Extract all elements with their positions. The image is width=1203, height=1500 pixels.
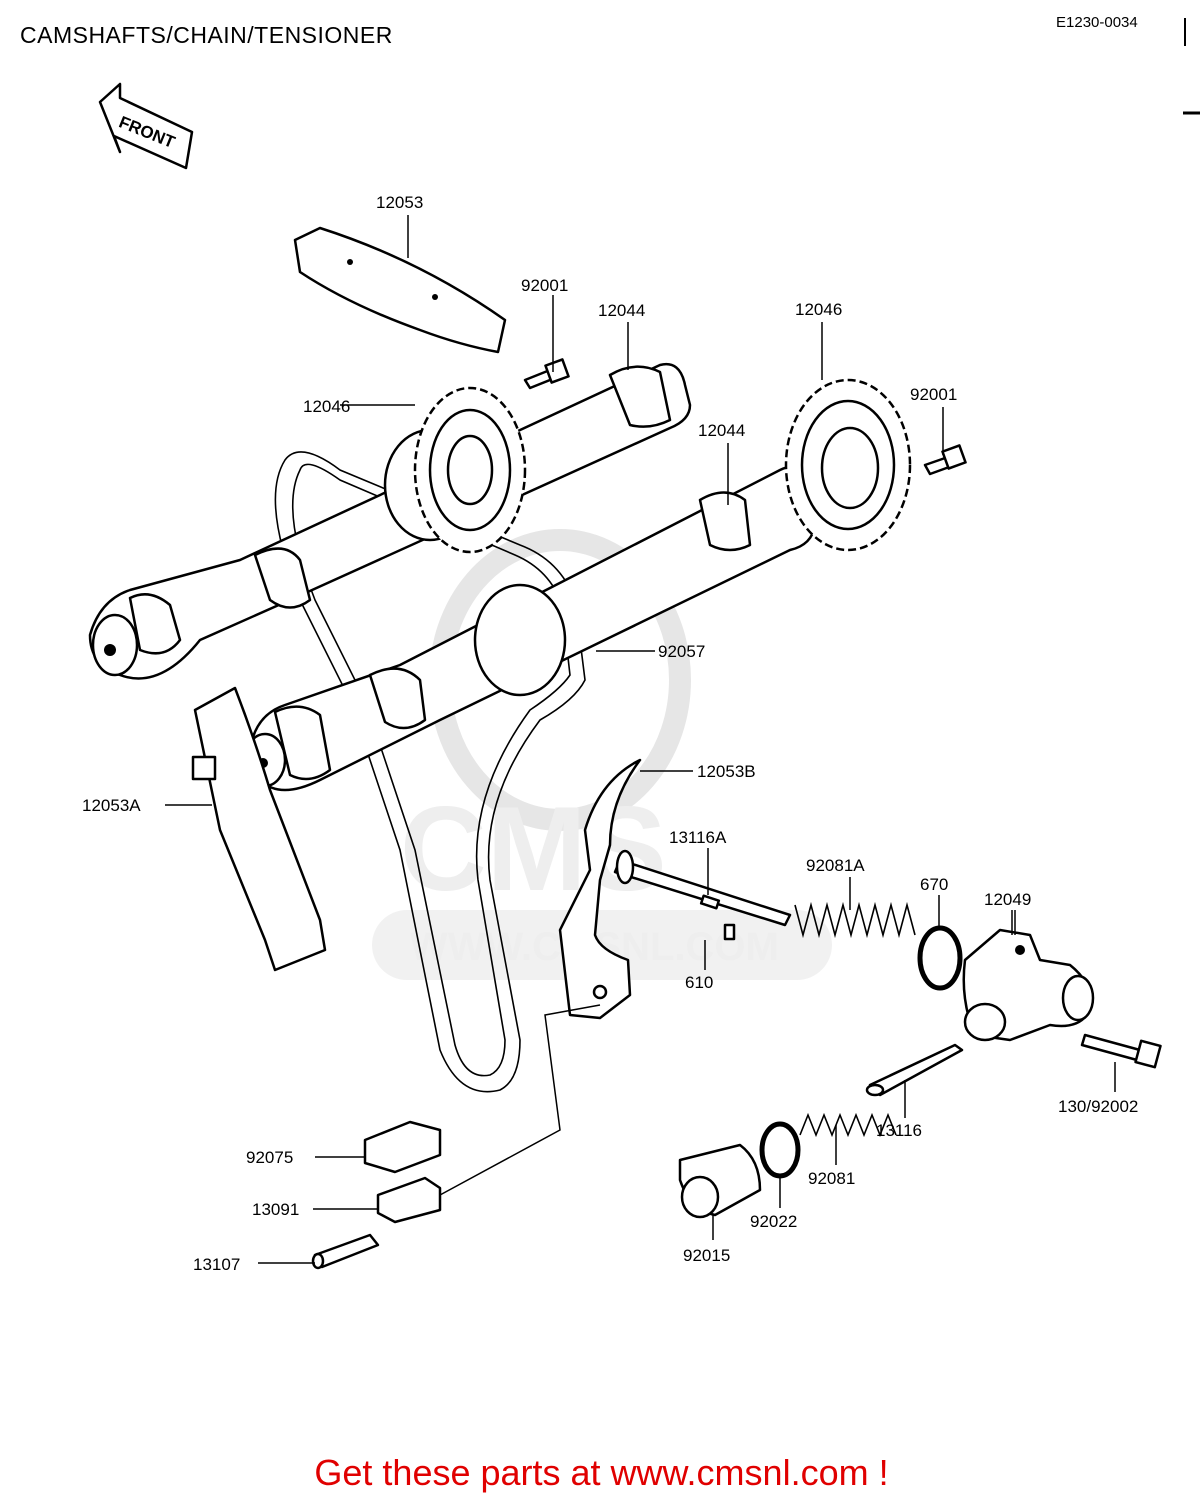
label-92075: 92075 bbox=[246, 1148, 293, 1167]
spring-92081 bbox=[799, 1112, 897, 1138]
label-12046-right: 12046 bbox=[795, 300, 842, 319]
holder-13091 bbox=[376, 1176, 442, 1224]
diagram-code: E1230-0034 bbox=[1056, 14, 1138, 31]
chain-guide-top bbox=[293, 226, 507, 354]
label-12046-left: 12046 bbox=[303, 397, 350, 416]
tensioner-guide-12053B bbox=[558, 758, 642, 1020]
washer-92022 bbox=[759, 1121, 801, 1179]
label-130-92002: 130/92002 bbox=[1058, 1097, 1138, 1116]
rubber-92075 bbox=[363, 1120, 442, 1174]
label-92015: 92015 bbox=[683, 1246, 730, 1265]
cap-bolt-92015 bbox=[678, 1143, 762, 1219]
parts-diagram: CMS WWW.CMSNL.COM FRONT bbox=[82, 18, 1200, 1274]
label-12053: 12053 bbox=[376, 193, 423, 212]
label-13116A: 13116A bbox=[669, 828, 727, 847]
label-92081A: 92081A bbox=[806, 856, 865, 875]
chain-guide-12053A bbox=[191, 686, 327, 972]
camshaft-lower bbox=[243, 465, 817, 792]
bolt-92001-top bbox=[523, 358, 570, 390]
label-92057: 92057 bbox=[658, 642, 705, 661]
footer-link-text[interactable]: Get these parts at www.cmsnl.com ! bbox=[314, 1452, 889, 1493]
pushrod-13116 bbox=[865, 1043, 964, 1097]
o-ring-670 bbox=[917, 925, 963, 991]
tensioner-body-12049 bbox=[962, 928, 1095, 1042]
label-92022: 92022 bbox=[750, 1212, 797, 1231]
label-12053B: 12053B bbox=[697, 762, 756, 781]
label-92001-right: 92001 bbox=[910, 385, 957, 404]
label-12053A: 12053A bbox=[82, 796, 141, 815]
label-13107: 13107 bbox=[193, 1255, 240, 1274]
label-12044-top: 12044 bbox=[598, 301, 645, 320]
bolt-130-92002 bbox=[1080, 1033, 1162, 1069]
label-92001-top: 92001 bbox=[521, 276, 568, 295]
pin-13107 bbox=[311, 1233, 380, 1270]
label-13116: 13116 bbox=[876, 1121, 922, 1140]
sprocket-right bbox=[784, 378, 912, 552]
tensioner-pushrod bbox=[613, 849, 792, 941]
label-13091: 13091 bbox=[252, 1200, 299, 1219]
label-12049: 12049 bbox=[984, 890, 1031, 909]
watermark-logo: CMS bbox=[400, 782, 667, 916]
label-92081: 92081 bbox=[808, 1169, 855, 1188]
label-670: 670 bbox=[920, 875, 948, 894]
label-12044-mid: 12044 bbox=[698, 421, 745, 440]
leader-lines bbox=[165, 215, 1116, 1264]
page-title: CAMSHAFTS/CHAIN/TENSIONER bbox=[20, 22, 393, 48]
bolt-92001-right bbox=[923, 444, 967, 476]
spring-92081A bbox=[794, 901, 916, 939]
label-610: 610 bbox=[685, 973, 713, 992]
front-arrow-icon: FRONT bbox=[98, 82, 194, 170]
sprocket-left bbox=[413, 386, 527, 554]
